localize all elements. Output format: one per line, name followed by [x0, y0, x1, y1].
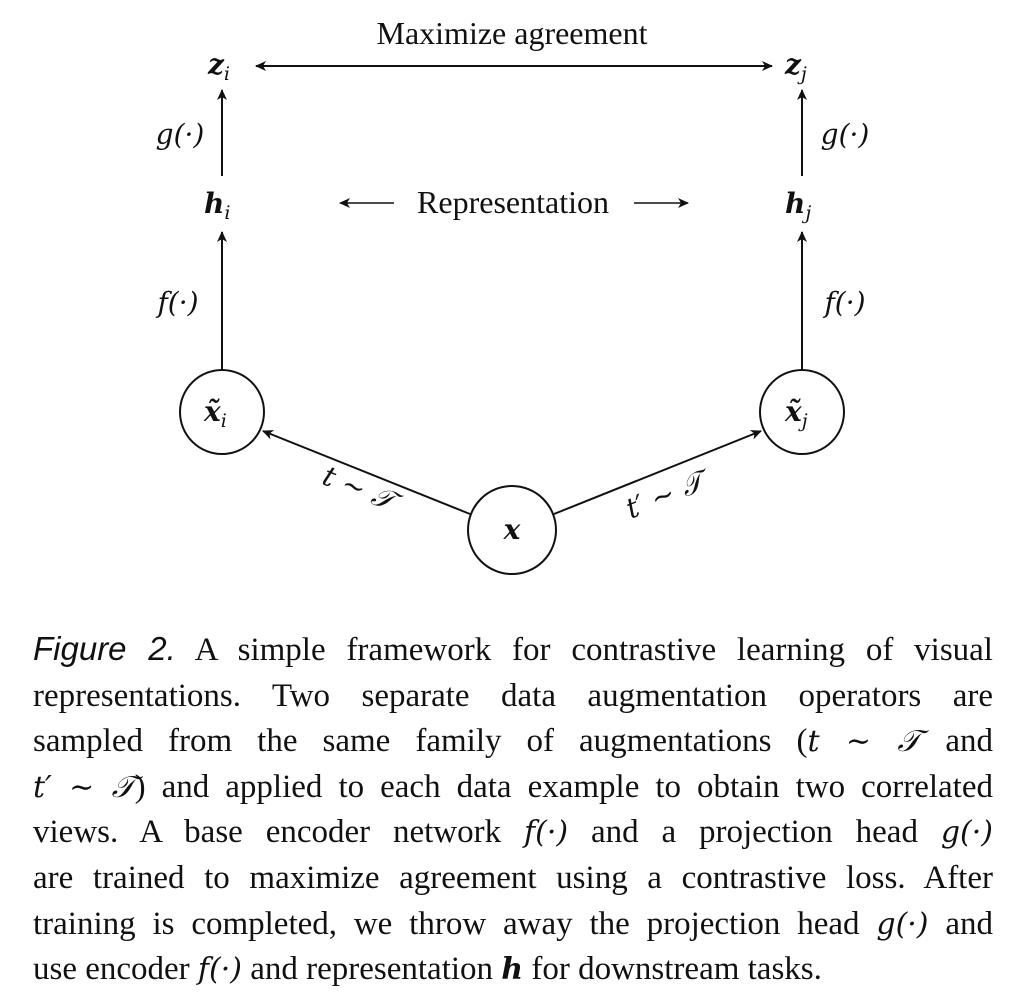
caption-text: sampled from the same family of augmenta…: [33, 723, 808, 760]
caption-line: are trained to maximize agreement using …: [33, 859, 993, 896]
augment-arrow-left: [262, 430, 471, 515]
z-j-node: zj: [784, 48, 807, 85]
caption-line: t′ ∼ 𝒯) and applied to each data example…: [33, 765, 993, 811]
f-label-left: f(·): [155, 286, 198, 319]
caption-text: views. A base encoder network: [33, 814, 525, 851]
caption-math: f(·): [197, 952, 242, 988]
caption-math: t ∼ 𝒯: [807, 724, 921, 760]
caption-line: representations. Two separate data augme…: [33, 677, 993, 714]
g-label-left: g(·): [156, 118, 205, 151]
caption-math: f(·): [524, 815, 569, 851]
caption-text: use encoder: [33, 951, 198, 988]
x-tilde-i-node: x̃i: [203, 395, 227, 432]
caption-line: training is completed, we throw away the…: [33, 902, 993, 948]
caption-text: training is completed, we throw away the…: [33, 905, 877, 942]
x-node: x: [503, 513, 521, 546]
h-j-node: hj: [785, 187, 811, 224]
figure-caption: Figure 2. A simple framework for contras…: [33, 626, 993, 993]
h-i-node: hi: [204, 187, 230, 224]
representation-label: Representation: [417, 184, 609, 220]
t-label-left: t ∼ 𝒯: [318, 459, 407, 520]
caption-math: g(·): [876, 906, 929, 942]
caption-math: h: [501, 952, 524, 988]
z-i-node: zi: [207, 48, 230, 85]
framework-diagram: Maximize agreement zi zj g(·) g(·) hi hj…: [155, 15, 870, 575]
caption-text: and: [920, 723, 994, 760]
x-tilde-j-circle: [759, 369, 845, 455]
caption-line: views. A base encoder network f(·) and a…: [33, 810, 993, 856]
augment-arrow-right: [553, 430, 762, 515]
caption-line: use encoder f(·) and representation h fo…: [33, 947, 993, 993]
f-label-right: f(·): [822, 286, 865, 319]
caption-text: and representation: [241, 951, 502, 988]
caption-text: A simple framework for contrastive learn…: [194, 632, 993, 668]
x-tilde-i-circle: [179, 369, 265, 455]
caption-math: t′ ∼ 𝒯: [33, 769, 135, 805]
caption-text: and a projection head: [568, 814, 941, 851]
g-label-right: g(·): [821, 118, 870, 151]
caption-line: sampled from the same family of augmenta…: [33, 719, 993, 765]
x-tilde-j-node: x̃j: [784, 395, 808, 432]
maximize-agreement-label: Maximize agreement: [377, 15, 648, 51]
caption-math: g(·): [940, 815, 993, 851]
caption-text: ) and applied to each data example to ob…: [134, 768, 993, 805]
t-label-right: t′ ∼ 𝒯: [621, 462, 716, 526]
caption-label: Figure 2.: [33, 630, 176, 667]
caption-line: Figure 2. A simple framework for contras…: [33, 626, 993, 674]
caption-text: for downstream tasks.: [523, 951, 822, 988]
caption-text: and: [928, 905, 993, 942]
x-circle: [467, 485, 557, 575]
